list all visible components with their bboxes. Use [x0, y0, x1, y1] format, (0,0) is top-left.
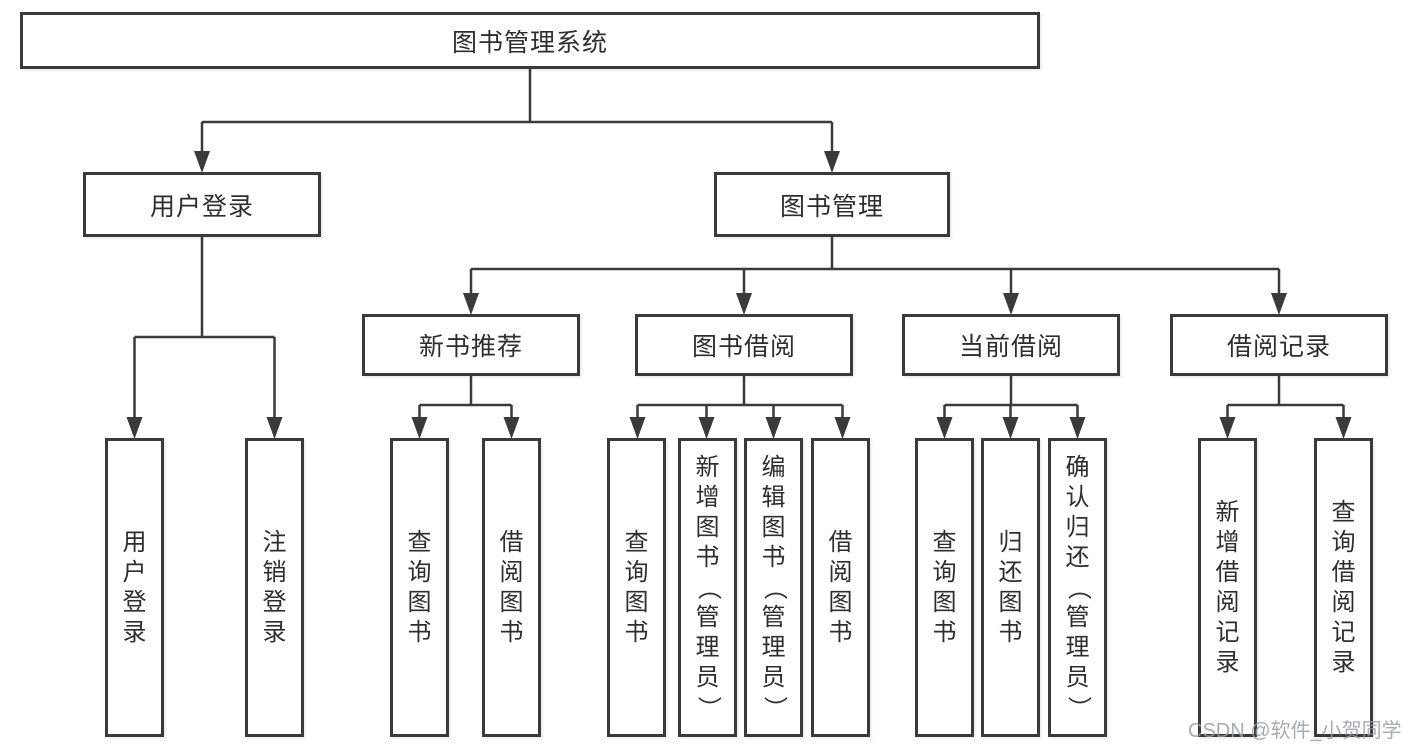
- node-borrowing-records: 借阅记录: [1170, 314, 1388, 376]
- leaf-current-query-book: 查询图书: [915, 438, 974, 737]
- node-book-borrowing: 图书借阅: [635, 314, 853, 376]
- leaf-label: 新增借阅记录: [1215, 498, 1240, 676]
- leaf-label: 查询借阅记录: [1331, 498, 1356, 676]
- node-new-book-recommend: 新书推荐: [362, 314, 580, 376]
- leaf-borrowing-add-book-admin: 新增图书（管理员）: [678, 438, 737, 737]
- leaf-newrec-borrow-book: 借阅图书: [482, 438, 541, 737]
- leaf-borrowing-edit-book-admin: 编辑图书（管理员）: [744, 438, 803, 737]
- leaf-label: 编辑图书（管理员）: [760, 453, 788, 720]
- node-label: 用户登录: [149, 192, 254, 221]
- leaf-label: 新增图书（管理员）: [694, 453, 722, 720]
- leaf-label: 归还图书: [998, 528, 1023, 646]
- leaf-borrowing-query-book: 查询图书: [607, 438, 666, 737]
- leaf-label: 查询图书: [407, 528, 432, 646]
- leaf-label: 注销登录: [262, 528, 287, 646]
- node-book-management: 图书管理: [714, 172, 950, 237]
- node-current-borrowing: 当前借阅: [902, 314, 1120, 376]
- leaf-newrec-query-book: 查询图书: [390, 438, 449, 737]
- node-label: 当前借阅: [958, 333, 1063, 361]
- leaf-label: 用户登录: [122, 528, 147, 646]
- node-user-login: 用户登录: [83, 172, 321, 237]
- node-label: 图书借阅: [691, 333, 796, 361]
- node-label: 图书管理系统: [451, 28, 608, 57]
- leaf-borrowing-borrow-book: 借阅图书: [811, 438, 870, 737]
- leaf-label: 确认归还（管理员）: [1064, 453, 1092, 720]
- leaf-label: 查询图书: [624, 528, 649, 646]
- leaf-current-confirm-return-admin: 确认归还（管理员）: [1048, 438, 1107, 737]
- leaf-label: 借阅图书: [499, 528, 524, 646]
- node-label: 图书管理: [779, 192, 884, 221]
- leaf-label: 借阅图书: [828, 528, 853, 646]
- csdn-watermark: CSDN @软件_小贺同学: [1188, 720, 1402, 742]
- arrowheads: [126, 151, 1352, 439]
- leaf-current-return-book: 归还图书: [981, 438, 1040, 737]
- node-label: 借阅记录: [1226, 333, 1331, 361]
- leaf-logout: 注销登录: [245, 438, 304, 737]
- leaf-record-add-borrow-record: 新增借阅记录: [1198, 438, 1257, 737]
- node-library-management-system: 图书管理系统: [20, 12, 1040, 69]
- node-label: 新书推荐: [418, 333, 523, 361]
- leaf-label: 查询图书: [932, 528, 957, 646]
- tree-edges: [133, 69, 1345, 420]
- leaf-user-login: 用户登录: [105, 438, 164, 737]
- leaf-record-query-borrow-record: 查询借阅记录: [1314, 438, 1373, 737]
